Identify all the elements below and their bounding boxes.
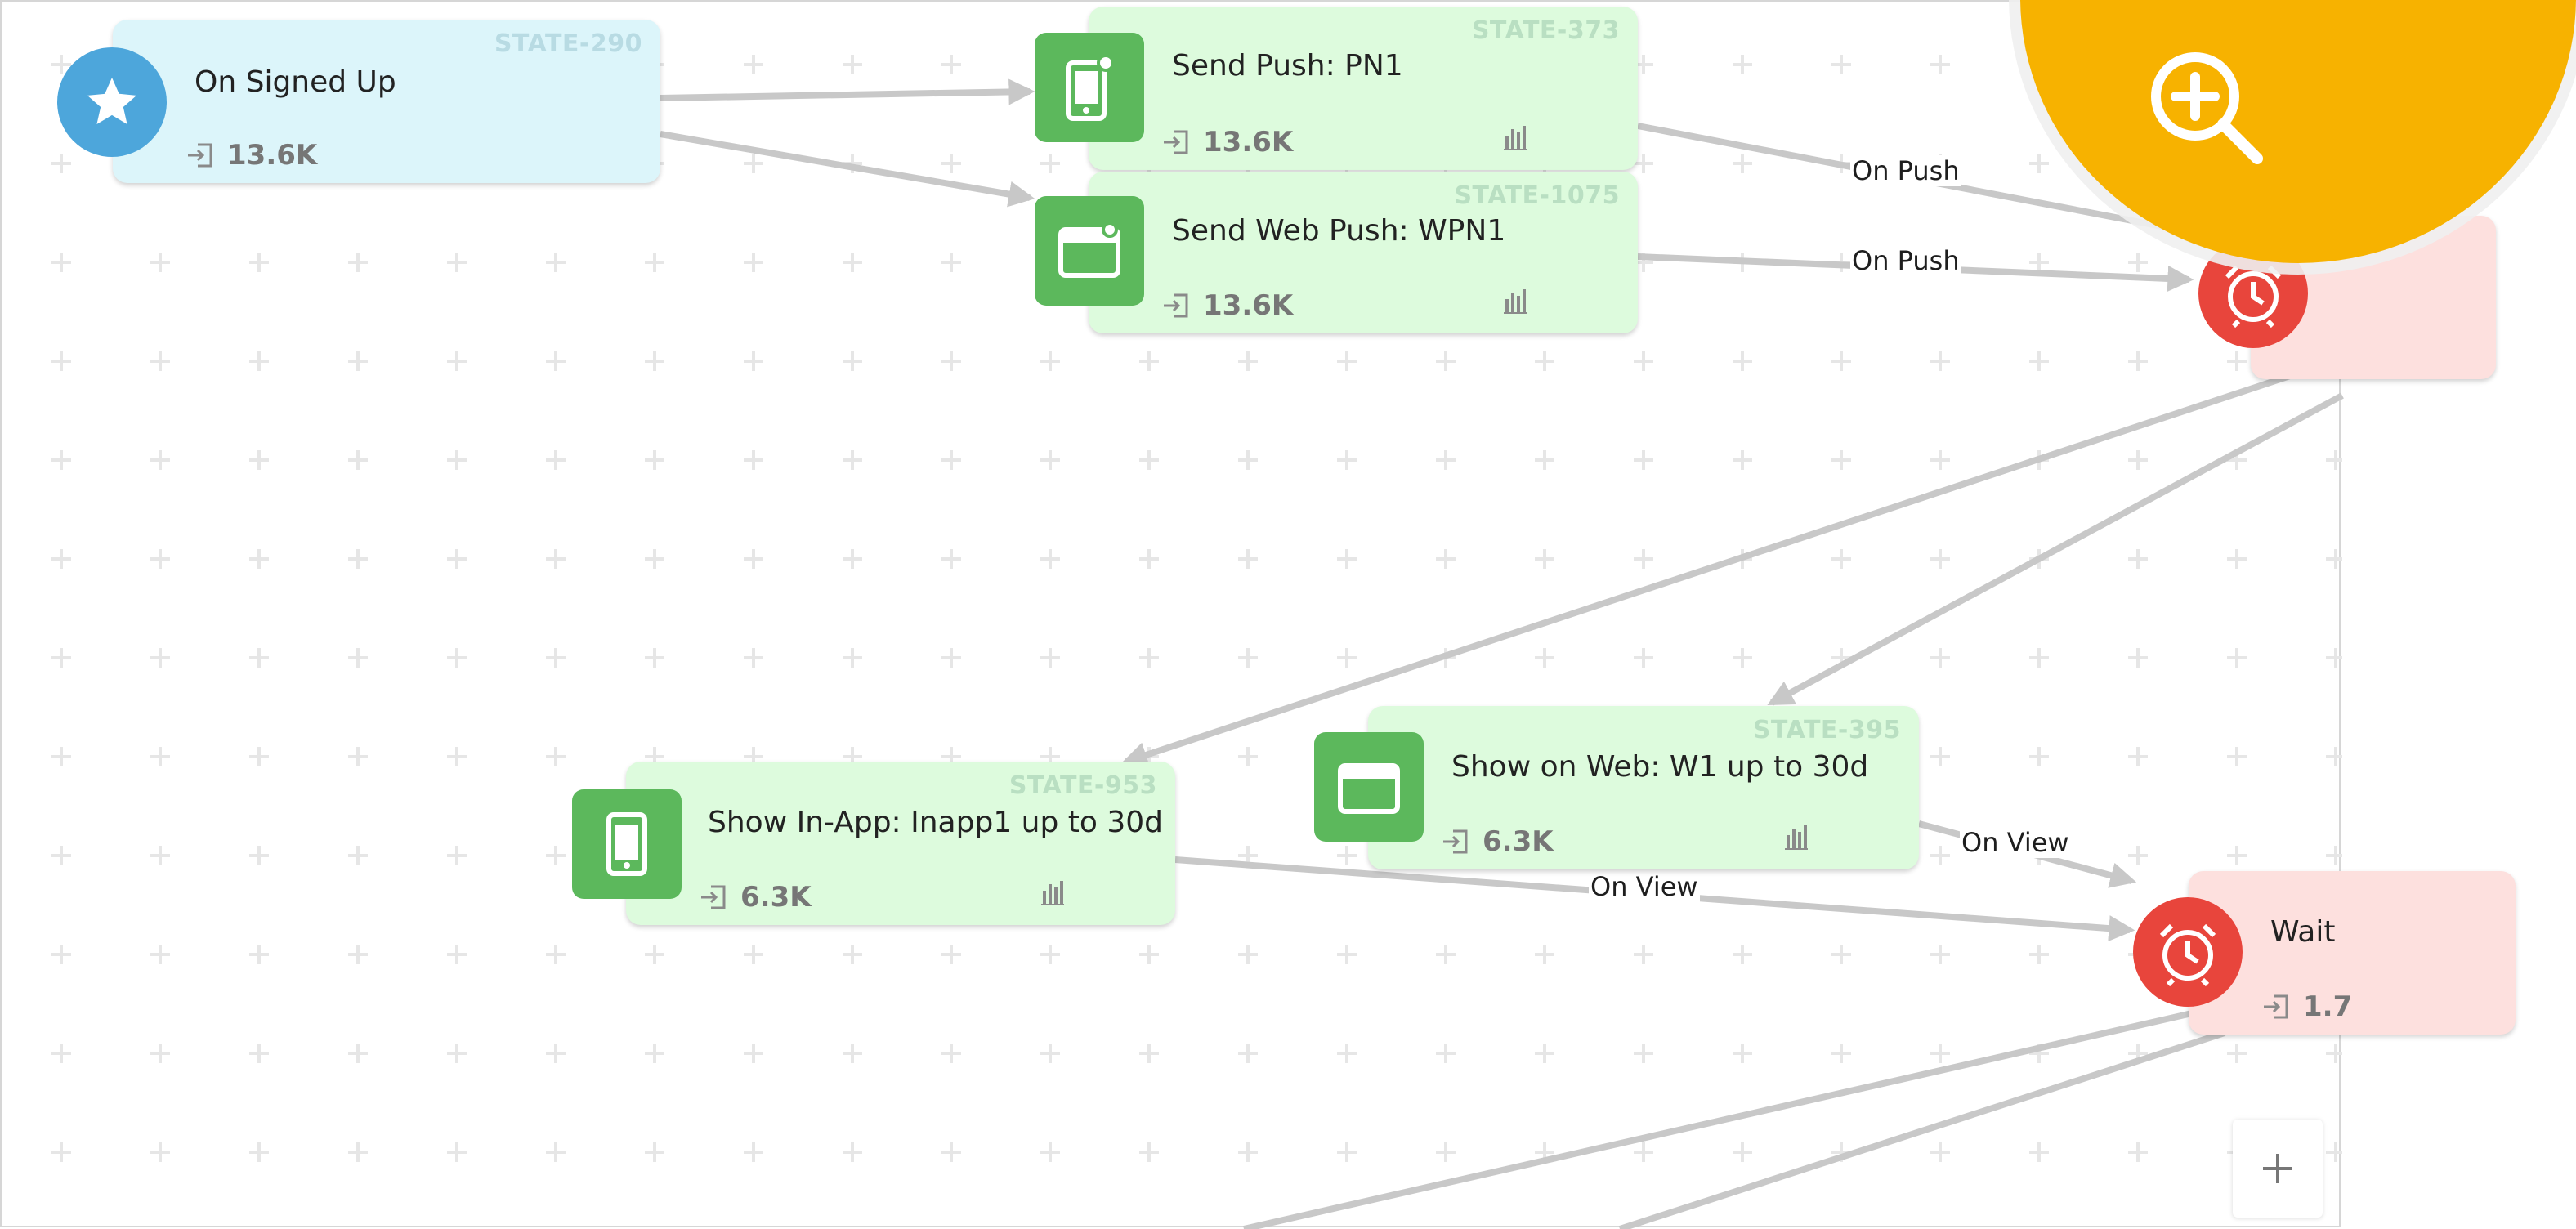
wait-node-bottom[interactable]: Wait 1.7 <box>2189 871 2516 1035</box>
edge-label-on-view: On View <box>1589 871 1700 902</box>
plus-icon <box>2263 1154 2292 1183</box>
edge-wait-out-2 <box>1618 1030 2226 1229</box>
bar-chart-icon[interactable] <box>1041 879 1064 905</box>
entries-count: 1.7 <box>2262 990 2352 1023</box>
entries-count: 13.6K <box>1162 126 1293 159</box>
edge-wait-to-inapp <box>1120 373 2292 768</box>
state-id: STATE-373 <box>1471 16 1620 45</box>
alarm-clock-glyph <box>2225 265 2282 328</box>
node-title: On Signed Up <box>195 65 396 99</box>
star-glyph <box>87 78 136 124</box>
entry-icon <box>701 885 726 909</box>
edge-signup-to-web-push <box>660 131 1035 208</box>
state-id: STATE-290 <box>494 29 642 58</box>
entry-icon <box>1164 293 1188 318</box>
state-id: STATE-953 <box>1008 771 1157 800</box>
edge-label-on-view: On View <box>1960 827 2071 858</box>
zoom-in-icon[interactable] <box>2144 46 2267 168</box>
bar-chart-icon[interactable] <box>1504 288 1527 314</box>
entries-count: 6.3K <box>1442 825 1554 858</box>
alarm-clock-glyph <box>2159 923 2216 987</box>
edge-label-on-push: On Push <box>1850 245 1961 276</box>
browser-window-icon <box>1035 196 1144 306</box>
edge-wait-out-1 <box>1243 1010 2193 1229</box>
node-title: Show In-App: Inapp1 up to 30d <box>708 806 1164 839</box>
state-id: STATE-395 <box>1752 716 1901 744</box>
action-node-show-on-web[interactable]: STATE-395 Show on Web: W1 up to 30d 6.3K <box>1368 706 1919 869</box>
entries-value: 13.6K <box>1203 289 1294 322</box>
entries-value: 6.3K <box>740 881 812 914</box>
entries-count: 13.6K <box>1162 289 1293 322</box>
node-title: Send Push: PN1 <box>1172 49 1403 83</box>
star-icon <box>57 47 167 157</box>
node-title: Send Web Push: WPN1 <box>1172 214 1506 248</box>
entries-count: 13.6K <box>186 139 317 172</box>
state-id: STATE-1075 <box>1454 181 1620 210</box>
bar-chart-icon[interactable] <box>1504 124 1527 150</box>
mobile-icon <box>572 789 682 899</box>
action-node-send-web-push[interactable]: STATE-1075 Send Web Push: WPN1 13.6K <box>1089 172 1638 333</box>
entries-value: 13.6K <box>1203 126 1294 159</box>
action-node-send-push[interactable]: STATE-373 Send Push: PN1 13.6K <box>1089 7 1638 170</box>
trigger-node-on-signed-up[interactable]: STATE-290 On Signed Up 13.6K <box>113 20 660 183</box>
mobile-push-glyph <box>1066 54 1115 121</box>
browser-window-glyph <box>1058 221 1120 278</box>
mobile-push-icon <box>1035 33 1144 142</box>
bar-chart-icon[interactable] <box>1785 824 1808 850</box>
edge-signup-to-push <box>660 78 1035 105</box>
entry-icon <box>1164 130 1188 154</box>
entry-icon <box>2264 994 2288 1019</box>
entry-icon <box>188 143 212 168</box>
entries-count: 6.3K <box>700 881 812 914</box>
edge-label-on-push: On Push <box>1850 155 1961 186</box>
browser-window-icon <box>1314 732 1424 842</box>
entries-value: 13.6K <box>227 139 318 172</box>
node-title: Show on Web: W1 up to 30d <box>1451 750 1869 784</box>
entries-value: 1.7 <box>2303 990 2353 1023</box>
node-title: Wait <box>2270 915 2336 949</box>
entry-icon <box>1443 829 1468 854</box>
browser-window-glyph <box>1338 763 1400 814</box>
action-node-show-in-app[interactable]: STATE-953 Show In-App: Inapp1 up to 30d … <box>626 762 1175 925</box>
alarm-clock-icon <box>2133 897 2243 1007</box>
entries-value: 6.3K <box>1483 825 1554 858</box>
add-button[interactable] <box>2233 1120 2323 1218</box>
edge-wait-to-web <box>1767 392 2344 706</box>
mobile-glyph <box>606 812 647 876</box>
